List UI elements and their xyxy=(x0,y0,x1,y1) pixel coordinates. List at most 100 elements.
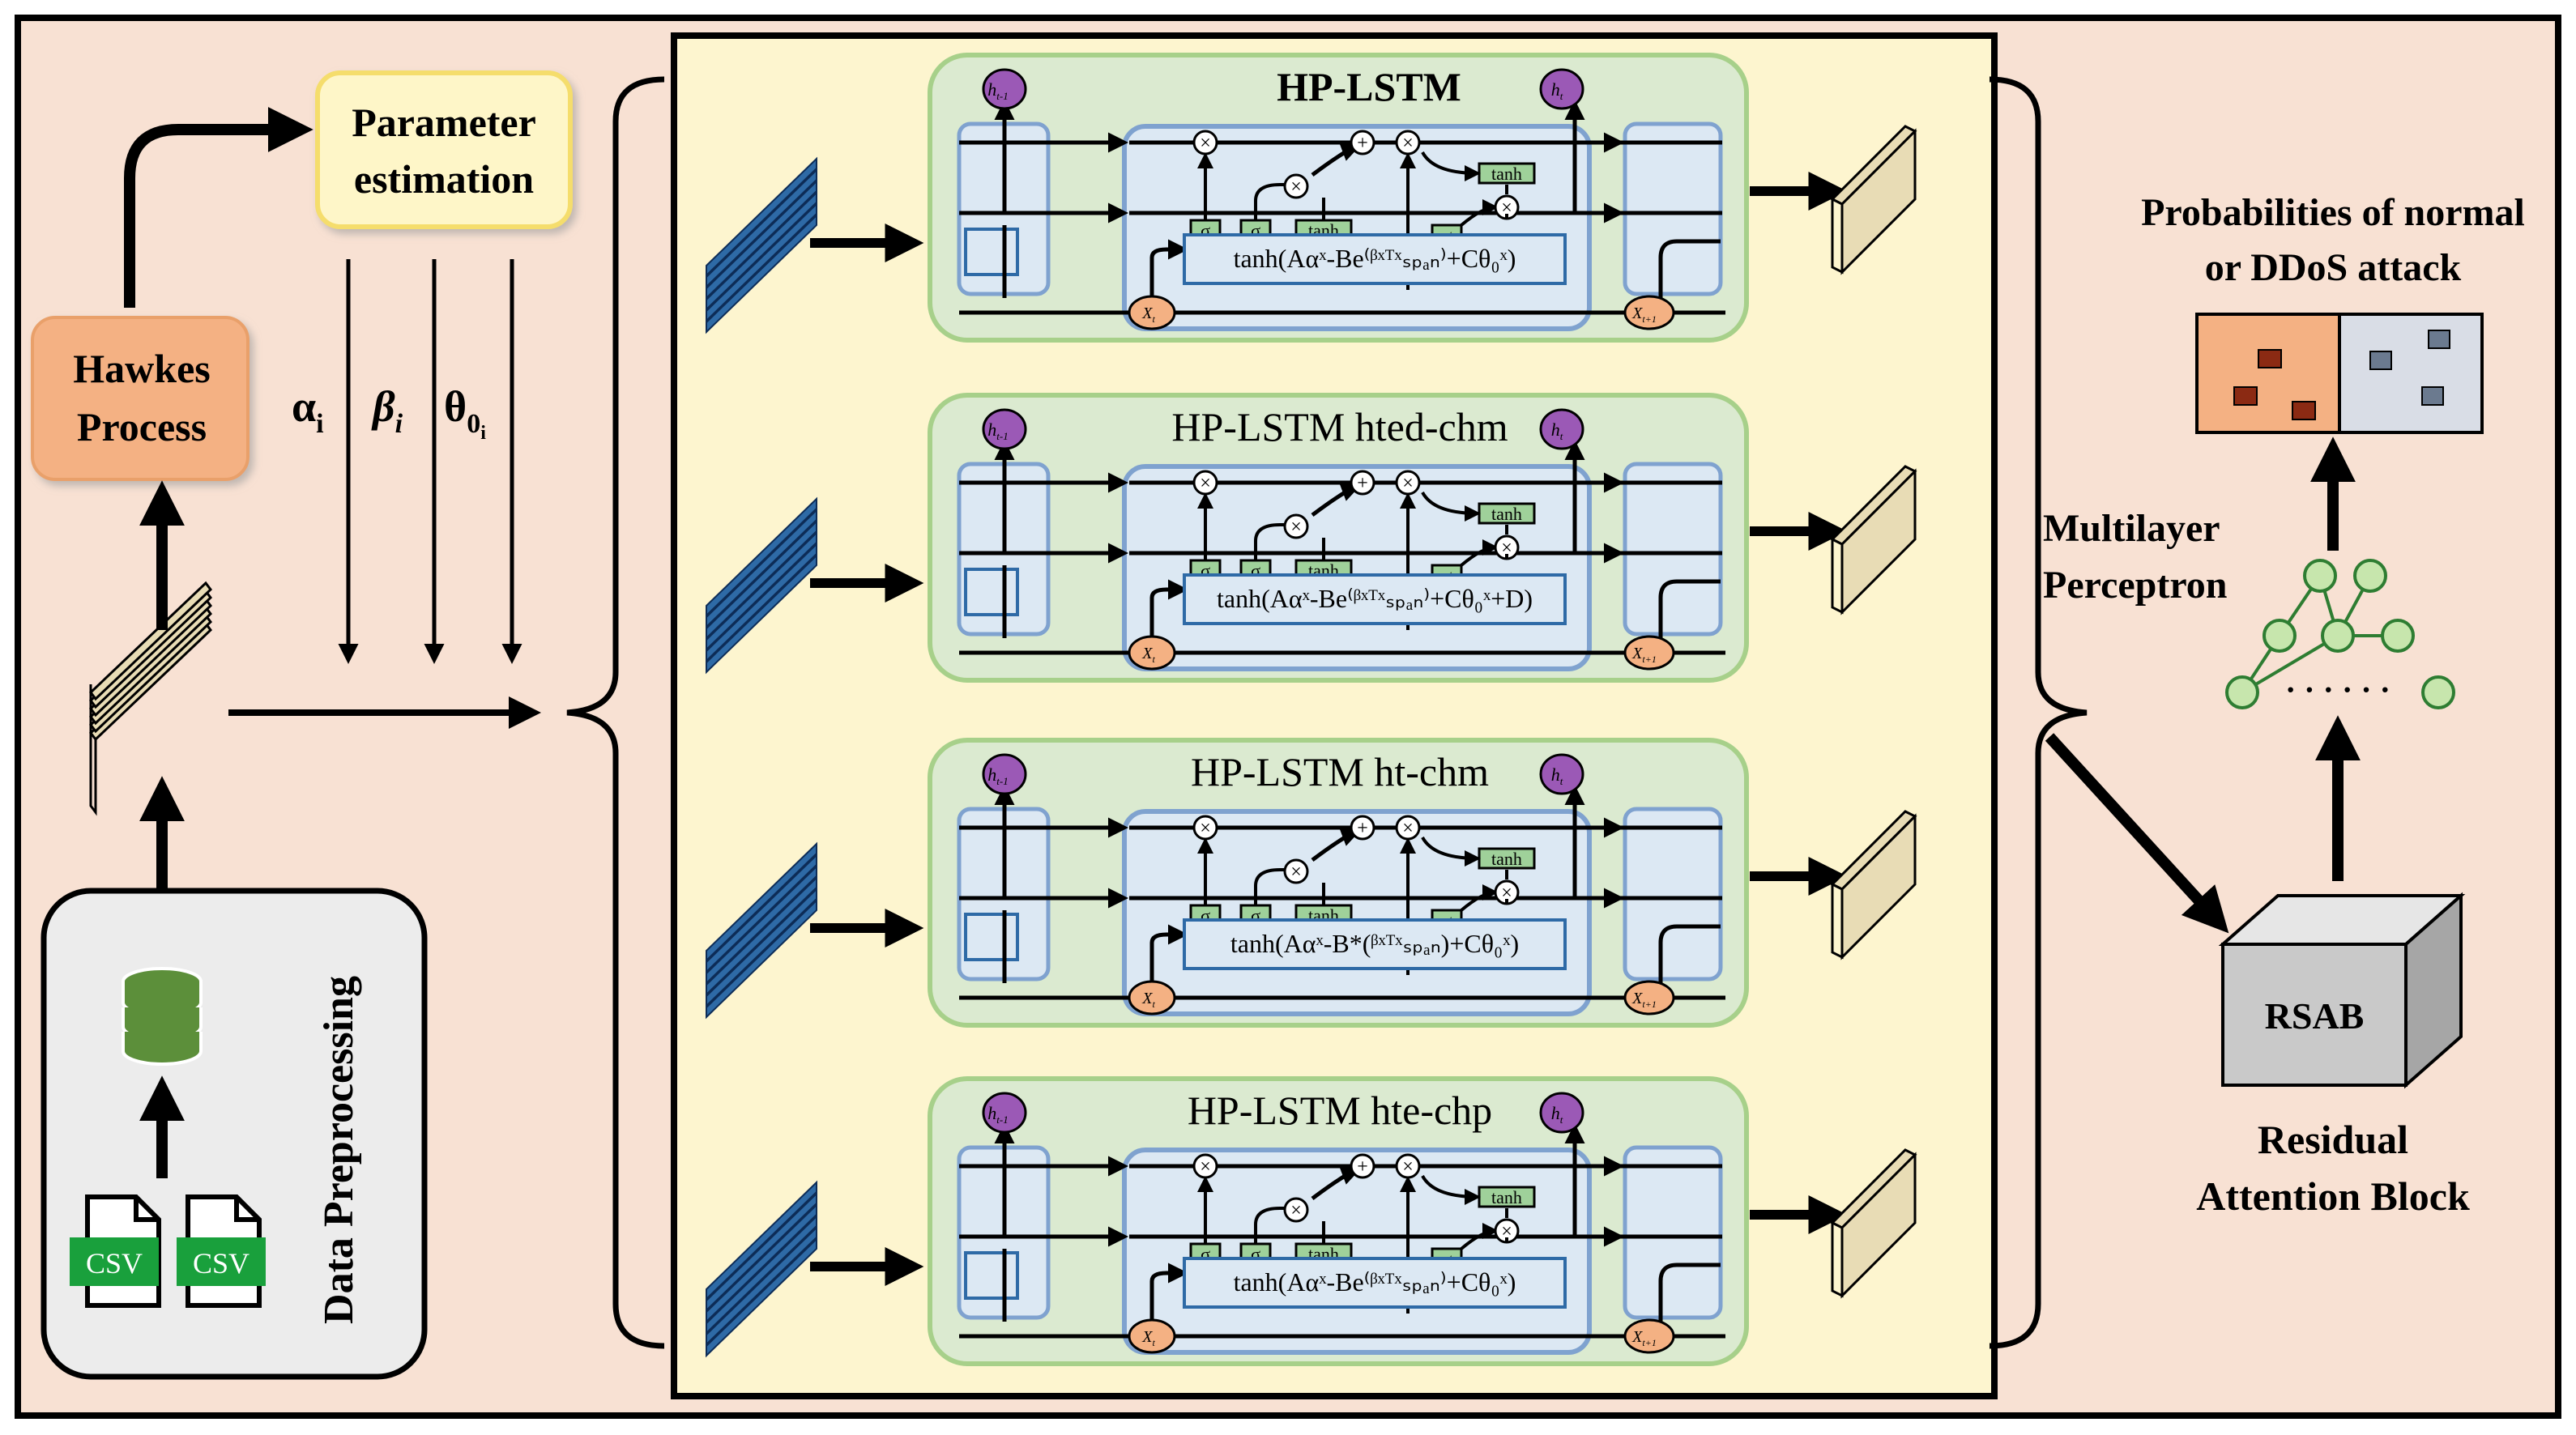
multiply-operator-icon: × xyxy=(1283,513,1309,539)
right-panel: Probabilities of normal or DDoS attack M… xyxy=(2043,191,2525,1219)
database-icon xyxy=(122,967,203,1066)
input-xt1-node: Xt+1 xyxy=(1623,295,1675,330)
csv-file-icon: CSV xyxy=(177,1194,266,1308)
rsab-caption-1: Residual xyxy=(2258,1117,2408,1162)
svg-text:×: × xyxy=(1290,862,1302,883)
hidden-state-node: ht xyxy=(1539,68,1584,110)
multiply-operator-icon: × xyxy=(1283,858,1309,884)
lstm-variant-row: HP-LSTM ht-chmht-1htXtXt+1σσtanhtanhσ××+… xyxy=(706,738,1917,1028)
hidden-state-node: ht xyxy=(1539,408,1584,450)
input-sequence-stack-icon xyxy=(706,496,817,675)
lstm-title: HP-LSTM xyxy=(1277,64,1461,109)
feature-stack-icon xyxy=(88,581,213,816)
output-probability-box xyxy=(2195,313,2484,434)
ddos-square-icon xyxy=(2292,401,2316,420)
hidden-state-prev-node: ht-1 xyxy=(982,753,1027,795)
svg-text:tanh: tanh xyxy=(1491,1187,1522,1207)
svg-text:Xt+1: Xt+1 xyxy=(1631,1328,1657,1348)
csv-file-icon: CSV xyxy=(70,1194,161,1308)
formula-text: tanh(Aαˣ-Be⁽ᵝˣᵀˣₛₚₐₙ⁾+Cθ₀ˣ) xyxy=(1234,1267,1516,1297)
svg-text:tanh: tanh xyxy=(1491,504,1522,524)
svg-text:×: × xyxy=(1402,818,1414,839)
svg-text:Xt: Xt xyxy=(1141,1328,1155,1348)
formula-box xyxy=(1183,918,1567,970)
output-feature-block-icon xyxy=(1830,810,1917,960)
multiply-operator-icon: × xyxy=(1494,879,1520,905)
input-xt-node: Xt xyxy=(1128,635,1176,671)
input-sequence-stack-icon xyxy=(706,156,817,334)
hawkes-process-box xyxy=(31,316,249,481)
hidden-state-prev-node: ht-1 xyxy=(982,1092,1027,1134)
input-xt1-node: Xt+1 xyxy=(1623,980,1675,1016)
lstm-title: HP-LSTM hte-chp xyxy=(1188,1088,1492,1133)
hidden-state-prev-node: ht-1 xyxy=(982,68,1027,110)
formula-text: tanh(Aαˣ-Be⁽ᵝˣᵀˣₛₚₐₙ⁾+Cθ₀ˣ) xyxy=(1234,244,1516,273)
multiply-operator-icon: × xyxy=(1395,815,1421,841)
svg-text:×: × xyxy=(1200,818,1211,839)
csv-label: CSV xyxy=(86,1247,143,1280)
svg-text:×: × xyxy=(1501,883,1512,904)
parameter-estimation-box xyxy=(315,70,573,229)
plus-operator-icon: + xyxy=(1350,1153,1375,1179)
multiply-operator-icon: × xyxy=(1395,1153,1421,1179)
right-curly-brace xyxy=(1989,76,2088,1349)
normal-square-icon xyxy=(2421,386,2444,406)
svg-text:+: + xyxy=(1357,818,1368,839)
input-xt-node: Xt xyxy=(1128,980,1176,1016)
svg-text:Xt: Xt xyxy=(1141,990,1155,1010)
svg-text:×: × xyxy=(1501,198,1512,219)
hawkes-label-2: Process xyxy=(77,404,207,449)
input-sequence-stack-icon xyxy=(706,841,817,1020)
svg-text:×: × xyxy=(1200,1156,1211,1177)
input-xt1-node: Xt+1 xyxy=(1623,1318,1675,1354)
svg-text:tanh: tanh xyxy=(1491,849,1522,869)
arrow-brace-to-rsab xyxy=(2045,733,2229,934)
rsab-caption-2: Attention Block xyxy=(2196,1173,2470,1219)
multiply-operator-icon: × xyxy=(1283,173,1309,199)
input-sequence-stack-icon xyxy=(706,1180,817,1358)
arrow-hawkes-to-param xyxy=(124,107,313,308)
mlp-dots: · · · · · · xyxy=(2285,671,2390,708)
svg-text:×: × xyxy=(1501,538,1512,559)
mlp-network-icon xyxy=(2225,559,2455,709)
ddos-square-icon xyxy=(2233,386,2258,406)
left-panel: Parameter estimation Hawkes Process αi β… xyxy=(31,70,573,1380)
hidden-state-node: ht xyxy=(1539,753,1584,795)
multiply-operator-icon: × xyxy=(1395,470,1421,496)
csv-label: CSV xyxy=(193,1247,249,1280)
hawkes-label-1: Hawkes xyxy=(73,346,210,391)
mlp-label-1: Multilayer xyxy=(2043,507,2220,550)
svg-text:+: + xyxy=(1357,473,1368,494)
plus-operator-icon: + xyxy=(1350,815,1375,841)
formula-box xyxy=(1183,573,1567,625)
multiply-operator-icon: × xyxy=(1192,470,1218,496)
output-label-2: or DDoS attack xyxy=(2205,246,2462,289)
plus-operator-icon: + xyxy=(1350,470,1375,496)
output-label-1: Probabilities of normal xyxy=(2141,191,2525,234)
normal-square-icon xyxy=(2428,330,2450,349)
svg-text:Xt: Xt xyxy=(1141,304,1155,325)
gate-box xyxy=(1478,162,1536,185)
multiply-operator-icon: × xyxy=(1192,1153,1218,1179)
hidden-state-prev-node: ht-1 xyxy=(982,408,1027,450)
formula-text: tanh(Aαˣ-Be⁽ᵝˣᵀˣₛₚₐₙ⁾+Cθ₀ˣ+D) xyxy=(1217,584,1533,613)
svg-text:Xt: Xt xyxy=(1141,645,1155,665)
svg-text:×: × xyxy=(1501,1221,1512,1242)
input-xt1-node: Xt+1 xyxy=(1623,635,1675,671)
lstm-title: HP-LSTM hted-chm xyxy=(1171,404,1508,449)
multiply-operator-icon: × xyxy=(1494,534,1520,560)
lstm-variants: HP-LSTMht-1htXtXt+1σσtanhtanhσ××+××tanh(… xyxy=(706,53,1917,1366)
parameter-symbols: αi βi θ0i xyxy=(292,382,486,444)
output-feature-block-icon xyxy=(1830,125,1917,275)
data-preprocessing-label: Data Preprocessing xyxy=(316,976,362,1324)
output-feature-block-icon xyxy=(1830,1148,1917,1299)
parameter-estimation-label-2: estimation xyxy=(354,156,534,202)
svg-text:×: × xyxy=(1402,133,1414,154)
plus-operator-icon: + xyxy=(1350,130,1375,155)
formula-box xyxy=(1183,233,1567,285)
multiply-operator-icon: × xyxy=(1283,1197,1309,1223)
svg-text:+: + xyxy=(1357,1156,1368,1177)
theta-symbol: θ0i xyxy=(444,382,486,444)
svg-text:×: × xyxy=(1200,473,1211,494)
mlp-label-2: Perceptron xyxy=(2043,564,2227,607)
